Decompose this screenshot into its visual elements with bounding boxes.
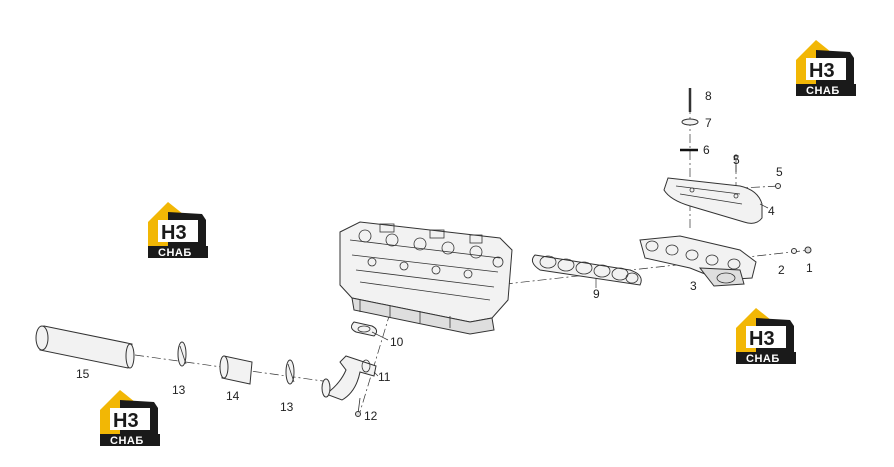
callout-5-right: 5 bbox=[776, 165, 783, 179]
logo-mark: H3 bbox=[113, 410, 139, 432]
brand-logo-top-right: H3 СНАБ bbox=[794, 38, 860, 96]
callout-13-left: 13 bbox=[172, 383, 186, 397]
part-14-coupling bbox=[219, 355, 253, 385]
logo-word: СНАБ bbox=[110, 435, 144, 446]
part-9-exhaust-gasket bbox=[531, 254, 642, 286]
part-5-bolt-right bbox=[775, 183, 781, 189]
callout-8: 8 bbox=[705, 89, 712, 103]
callout-9: 9 bbox=[593, 287, 600, 301]
part-11-elbow-pipe bbox=[321, 355, 377, 401]
callout-labels: 1 2 3 4 5 5 6 7 8 9 10 11 12 13 13 14 15 bbox=[76, 89, 813, 423]
brand-logo-bottom-left: H3 СНАБ bbox=[98, 388, 164, 446]
callout-1: 1 bbox=[806, 261, 813, 275]
part-12-bolt bbox=[355, 397, 361, 417]
logo-word: СНАБ bbox=[158, 247, 192, 258]
leader-lines bbox=[371, 203, 769, 377]
callout-2: 2 bbox=[778, 263, 785, 277]
part-4-heat-shield bbox=[663, 177, 763, 224]
callout-4: 4 bbox=[768, 204, 775, 218]
logo-mark: H3 bbox=[809, 60, 835, 82]
cylinder-head bbox=[339, 221, 513, 335]
part-3-exhaust-manifold bbox=[639, 235, 757, 287]
logo-word: СНАБ bbox=[746, 353, 780, 364]
part-10-pipe-gasket bbox=[350, 321, 378, 337]
part-2-washer bbox=[791, 248, 797, 254]
callout-10: 10 bbox=[390, 335, 404, 349]
part-13-clamp-right bbox=[285, 359, 295, 385]
brand-logo-left: H3 СНАБ bbox=[146, 200, 212, 258]
part-7-spacer bbox=[681, 118, 699, 126]
logo-mark: H3 bbox=[749, 328, 775, 350]
callout-13-right: 13 bbox=[280, 400, 294, 414]
callout-6: 6 bbox=[703, 143, 710, 157]
part-15-muffler bbox=[35, 325, 135, 369]
callout-7: 7 bbox=[705, 116, 712, 130]
logo-word: СНАБ bbox=[806, 85, 840, 96]
part-13-clamp-left bbox=[177, 341, 187, 367]
callout-12: 12 bbox=[364, 409, 378, 423]
part-5-bolt-upper bbox=[733, 154, 739, 172]
callout-3: 3 bbox=[690, 279, 697, 293]
callout-5-upper: 5 bbox=[733, 153, 740, 167]
logo-mark: H3 bbox=[161, 222, 187, 244]
brand-logo-bottom-right: H3 СНАБ bbox=[734, 306, 800, 364]
part-1-nut bbox=[804, 246, 812, 254]
callout-11: 11 bbox=[378, 370, 391, 384]
callout-14: 14 bbox=[226, 389, 240, 403]
callout-15: 15 bbox=[76, 367, 90, 381]
